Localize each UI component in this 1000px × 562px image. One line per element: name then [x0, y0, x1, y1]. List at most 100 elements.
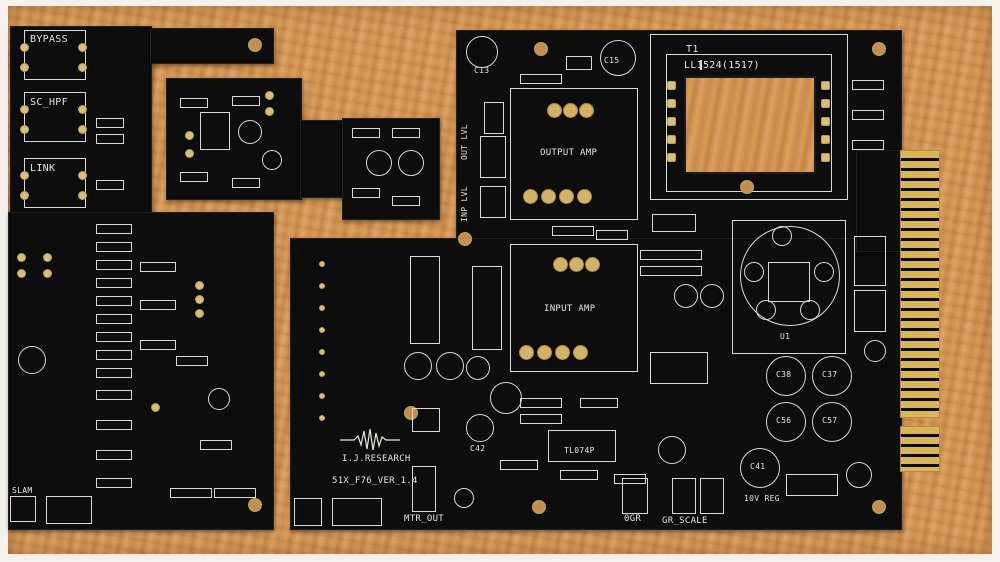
pad [186, 132, 193, 139]
ic-outline [200, 112, 230, 150]
label-mtr-out: MTR_OUT [404, 514, 445, 524]
label-inp-lvl: INP LVL [460, 186, 469, 222]
resistor-outline [140, 300, 176, 310]
capacitor-outline [466, 414, 494, 442]
mounting-hole [248, 498, 262, 512]
capacitor-outline [846, 462, 872, 488]
corner-mark [294, 498, 322, 526]
pad [266, 92, 273, 99]
resistor-outline [180, 172, 208, 182]
resistor-outline [640, 250, 702, 260]
resistor-outline [520, 414, 562, 424]
resistor-outline [96, 278, 132, 288]
capacitor-outline [864, 340, 886, 362]
capacitor-outline [812, 402, 852, 442]
label-c41: C41 [750, 462, 766, 471]
mounting-hole [248, 38, 262, 52]
tube-socket-pin [756, 300, 776, 320]
pad [21, 44, 28, 51]
tube-socket-outline [732, 220, 846, 354]
capacitor-outline [652, 214, 696, 232]
label-0gr: 0GR [624, 514, 642, 524]
pad [564, 104, 577, 117]
label-bypass: BYPASS [30, 34, 68, 45]
pad [320, 394, 324, 398]
header-outline [412, 466, 436, 512]
resistor-outline [96, 296, 132, 306]
resistor-outline [96, 314, 132, 324]
header-outline [484, 102, 504, 134]
pcb-small-board-2 [342, 118, 440, 220]
header-outline [672, 478, 696, 514]
label-link: LINK [30, 163, 56, 174]
pad [320, 350, 324, 354]
label-transformer-part: LL1524(1517) [684, 60, 760, 71]
pad [186, 150, 193, 157]
switch-outline-sc-hpf [24, 92, 86, 142]
pad [560, 190, 573, 203]
resistor-outline [700, 60, 702, 70]
mounting-hole [740, 180, 754, 194]
pad [79, 106, 86, 113]
capacitor-outline [600, 40, 636, 76]
resistor-outline [96, 118, 124, 128]
label-output-amp: OUTPUT AMP [540, 148, 598, 158]
pad [18, 254, 25, 261]
label-sc-hpf: SC_HPF [30, 97, 68, 108]
transformer-cutout [684, 76, 816, 174]
mounting-hole [872, 500, 886, 514]
pad [44, 270, 51, 277]
capacitor-outline [366, 150, 392, 176]
pad [822, 154, 829, 161]
mounting-hole [404, 406, 418, 420]
pad [578, 190, 591, 203]
pad [79, 192, 86, 199]
resistor-outline [852, 140, 884, 150]
capacitor-outline [674, 284, 698, 308]
label-c56: C56 [776, 416, 792, 425]
resistor-outline [232, 178, 260, 188]
trimmer-outline [480, 136, 506, 178]
resistor-outline [552, 226, 594, 236]
pad [21, 192, 28, 199]
logo-waveform-icon [340, 428, 400, 451]
capacitor-outline [700, 284, 724, 308]
pad [196, 282, 203, 289]
pad [320, 306, 324, 310]
switch-outline-link [24, 158, 86, 208]
resistor-outline [96, 224, 132, 234]
transformer-outline [650, 34, 848, 200]
pad [320, 328, 324, 332]
resistor-outline [352, 188, 380, 198]
connector-outline [46, 496, 92, 524]
mounting-hole [872, 42, 886, 56]
resistor-outline [140, 340, 176, 350]
capacitor-outline [812, 356, 852, 396]
pad [542, 190, 555, 203]
capacitor-outline [238, 120, 262, 144]
resistor-outline [852, 110, 884, 120]
resistor-outline [96, 390, 132, 400]
pad [79, 64, 86, 71]
resistor-outline [214, 488, 256, 498]
ic-outline [768, 262, 810, 302]
resistor-outline [500, 460, 538, 470]
capacitor-outline [566, 56, 592, 70]
label-gr-scale: GR_SCALE [662, 516, 708, 526]
pad [21, 126, 28, 133]
pcb-main-board-connector-area [856, 150, 902, 252]
resistor-outline [96, 332, 132, 342]
resistor-outline [596, 230, 628, 240]
resistor-outline [200, 440, 232, 450]
resistor-outline [352, 128, 380, 138]
capacitor-outline [262, 150, 282, 170]
resistor-outline [520, 398, 562, 408]
resistor-outline [640, 266, 702, 276]
mounting-hole [534, 42, 548, 56]
label-c42: C42 [470, 444, 486, 453]
resistor-outline [232, 96, 260, 106]
capacitor-outline [490, 382, 522, 414]
tube-socket-pin [800, 300, 820, 320]
switch-outline-bypass [24, 30, 86, 80]
label-brand: I.J.RESEARCH [342, 454, 411, 464]
